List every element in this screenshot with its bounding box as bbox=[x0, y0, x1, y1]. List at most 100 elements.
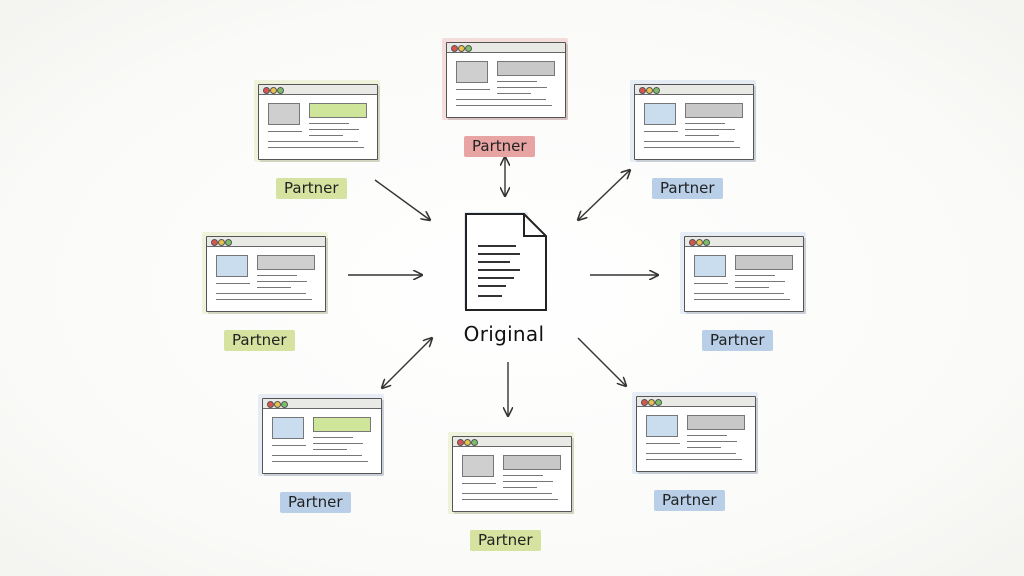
window-red-dot-icon bbox=[263, 87, 270, 94]
text-line-placeholder bbox=[313, 443, 363, 445]
text-line-placeholder bbox=[462, 483, 496, 485]
partner-label: Partner bbox=[464, 136, 535, 157]
text-line-placeholder bbox=[687, 447, 721, 449]
original-document: Original bbox=[462, 212, 548, 352]
partner-label: Partner bbox=[652, 178, 723, 199]
window-yellow-dot-icon bbox=[274, 401, 281, 408]
window-yellow-dot-icon bbox=[458, 45, 465, 52]
text-line-placeholder bbox=[313, 449, 347, 451]
text-line-placeholder bbox=[503, 481, 553, 483]
text-line-placeholder bbox=[309, 123, 349, 125]
image-placeholder-icon bbox=[462, 455, 494, 477]
text-line-placeholder bbox=[257, 287, 291, 289]
partner-top-left: Partner bbox=[254, 80, 380, 214]
window-red-dot-icon bbox=[457, 439, 464, 446]
window-green-dot-icon bbox=[471, 439, 478, 446]
text-line-placeholder bbox=[646, 453, 736, 455]
partner-top-center: Partner bbox=[442, 38, 568, 172]
window-titlebar bbox=[259, 85, 377, 95]
window-red-dot-icon bbox=[639, 87, 646, 94]
text-line-placeholder bbox=[216, 299, 312, 301]
window-red-dot-icon bbox=[267, 401, 274, 408]
partner-bottom-center: Partner bbox=[448, 432, 574, 566]
text-line-placeholder bbox=[456, 105, 552, 107]
text-line-placeholder bbox=[313, 437, 353, 439]
partner-top-right: Partner bbox=[630, 80, 756, 214]
text-line-placeholder bbox=[685, 129, 735, 131]
image-placeholder-icon bbox=[268, 103, 300, 125]
browser-window-icon bbox=[262, 398, 382, 474]
header-placeholder bbox=[735, 255, 793, 270]
text-line-placeholder bbox=[644, 131, 678, 133]
text-line-placeholder bbox=[309, 135, 343, 137]
browser-window-icon bbox=[636, 396, 756, 472]
header-placeholder bbox=[497, 61, 555, 76]
text-line-placeholder bbox=[694, 293, 784, 295]
arrow-top-right bbox=[578, 170, 630, 220]
text-line-placeholder bbox=[216, 293, 306, 295]
image-placeholder-icon bbox=[216, 255, 248, 277]
partner-bottom-left: Partner bbox=[258, 394, 384, 528]
window-titlebar bbox=[635, 85, 753, 95]
header-placeholder bbox=[257, 255, 315, 270]
text-line-placeholder bbox=[685, 123, 725, 125]
document-icon bbox=[464, 212, 547, 311]
window-green-dot-icon bbox=[277, 87, 284, 94]
text-line-placeholder bbox=[694, 299, 790, 301]
browser-window-icon bbox=[452, 436, 572, 512]
window-yellow-dot-icon bbox=[218, 239, 225, 246]
header-placeholder bbox=[309, 103, 367, 118]
window-yellow-dot-icon bbox=[648, 399, 655, 406]
window-green-dot-icon bbox=[703, 239, 710, 246]
text-line-placeholder bbox=[216, 283, 250, 285]
text-line-placeholder bbox=[735, 287, 769, 289]
window-yellow-dot-icon bbox=[270, 87, 277, 94]
text-line-placeholder bbox=[694, 283, 728, 285]
window-titlebar bbox=[453, 437, 571, 447]
browser-window-icon bbox=[446, 42, 566, 118]
text-line-placeholder bbox=[685, 135, 719, 137]
text-line-placeholder bbox=[503, 487, 537, 489]
text-line-placeholder bbox=[646, 443, 680, 445]
image-placeholder-icon bbox=[694, 255, 726, 277]
window-green-dot-icon bbox=[281, 401, 288, 408]
partner-label: Partner bbox=[470, 530, 541, 551]
text-line-placeholder bbox=[735, 281, 785, 283]
text-line-placeholder bbox=[257, 281, 307, 283]
window-titlebar bbox=[207, 237, 325, 247]
text-line-placeholder bbox=[687, 441, 737, 443]
partner-label: Partner bbox=[224, 330, 295, 351]
text-line-placeholder bbox=[268, 131, 302, 133]
partner-label: Partner bbox=[702, 330, 773, 351]
text-line-placeholder bbox=[644, 141, 734, 143]
text-line-placeholder bbox=[497, 87, 547, 89]
window-yellow-dot-icon bbox=[646, 87, 653, 94]
text-line-placeholder bbox=[735, 275, 775, 277]
text-line-placeholder bbox=[456, 89, 490, 91]
window-green-dot-icon bbox=[465, 45, 472, 52]
partner-label: Partner bbox=[276, 178, 347, 199]
text-line-placeholder bbox=[646, 459, 742, 461]
window-yellow-dot-icon bbox=[464, 439, 471, 446]
text-line-placeholder bbox=[456, 99, 546, 101]
window-red-dot-icon bbox=[641, 399, 648, 406]
partner-label: Partner bbox=[654, 490, 725, 511]
window-titlebar bbox=[685, 237, 803, 247]
image-placeholder-icon bbox=[646, 415, 678, 437]
arrow-bottom-right bbox=[577, 337, 626, 386]
header-placeholder bbox=[687, 415, 745, 430]
text-line-placeholder bbox=[687, 435, 727, 437]
browser-window-icon bbox=[634, 84, 754, 160]
text-line-placeholder bbox=[272, 455, 362, 457]
arrow-bottom-left bbox=[382, 338, 432, 388]
image-placeholder-icon bbox=[644, 103, 676, 125]
window-titlebar bbox=[263, 399, 381, 409]
text-line-placeholder bbox=[462, 493, 552, 495]
partner-bottom-right: Partner bbox=[632, 392, 758, 526]
partner-label: Partner bbox=[280, 492, 351, 513]
text-line-placeholder bbox=[644, 147, 740, 149]
partner-middle-right: Partner bbox=[680, 232, 806, 366]
header-placeholder bbox=[313, 417, 371, 432]
